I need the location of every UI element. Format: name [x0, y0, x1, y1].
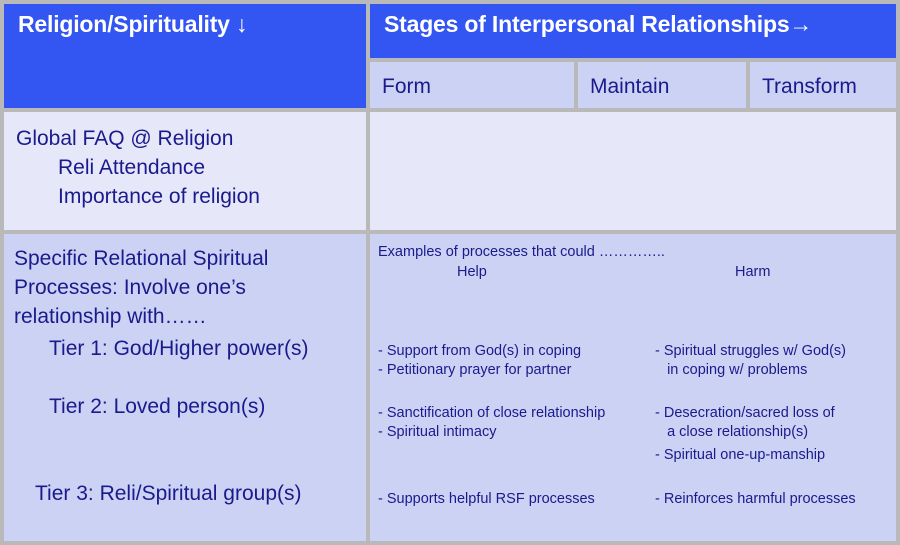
rsp-heading-line-1: Specific Relational Spiritual	[14, 247, 269, 270]
header-row-axis-cell: Religion/Spirituality ↓	[4, 4, 366, 108]
header-column-axis-cell: Stages of Interpersonal Relationships→	[370, 4, 896, 58]
column-header-transform[interactable]: Transform	[750, 62, 896, 108]
row-rsp-right-cell: Examples of processes that could ………….. …	[370, 234, 896, 541]
column-header-form[interactable]: Form	[370, 62, 574, 108]
rsp-heading-line-3: relationship with……	[14, 305, 207, 328]
tier-2-help-item-2: - Spiritual intimacy	[378, 424, 497, 440]
column-header-form-label: Form	[382, 75, 431, 98]
tier-2-harm-item-1-cont: a close relationship(s)	[655, 424, 809, 440]
tier-2-help-item-1: - Sanctification of close relationship	[378, 405, 606, 421]
global-faq-line-2: Reli Attendance	[58, 156, 206, 179]
row-rsp-left-cell: Specific Relational Spiritual Processes:…	[4, 234, 366, 541]
column-header-maintain-label: Maintain	[590, 75, 670, 98]
row-global-faq-left-cell: Global FAQ @ Religion Reli Attendance Im…	[4, 112, 366, 230]
tier-1-help-item-1: - Support from God(s) in coping	[378, 343, 582, 359]
row-global-faq-right-cell	[370, 112, 896, 230]
tier-3-help-item-1: - Supports helpful RSF processes	[378, 491, 595, 507]
column-header-transform-label: Transform	[762, 75, 857, 98]
tier-3-harm-item-1: - Reinforces harmful processes	[655, 491, 856, 507]
tier-1-help-item-2: - Petitionary prayer for partner	[378, 362, 572, 378]
examples-intro-label: Examples of processes that could …………..	[378, 244, 665, 260]
tier-1-harm-item-1: - Spiritual struggles w/ God(s)	[655, 343, 846, 359]
header-row-axis-label: Religion/Spirituality ↓	[18, 11, 248, 37]
tier-1-harm-item-1-cont: in coping w/ problems	[655, 362, 808, 378]
tier-2-harm-item-1: - Desecration/sacred loss of	[655, 405, 835, 421]
tier-1-label: Tier 1: God/Higher power(s)	[49, 337, 309, 360]
rsp-heading-line-2: Processes: Involve one’s	[14, 276, 246, 299]
tier-3-label: Tier 3: Reli/Spiritual group(s)	[35, 482, 302, 505]
column-header-maintain[interactable]: Maintain	[578, 62, 746, 108]
tier-2-harm-item-2: - Spiritual one-up-manship	[655, 447, 826, 463]
examples-harm-header: Harm	[735, 264, 771, 280]
examples-help-header: Help	[457, 264, 487, 280]
header-column-axis-label: Stages of Interpersonal Relationships→	[384, 11, 813, 37]
global-faq-line-3: Importance of religion	[58, 185, 260, 208]
tier-2-label: Tier 2: Loved person(s)	[49, 395, 266, 418]
global-faq-line-1: Global FAQ @ Religion	[16, 127, 234, 150]
